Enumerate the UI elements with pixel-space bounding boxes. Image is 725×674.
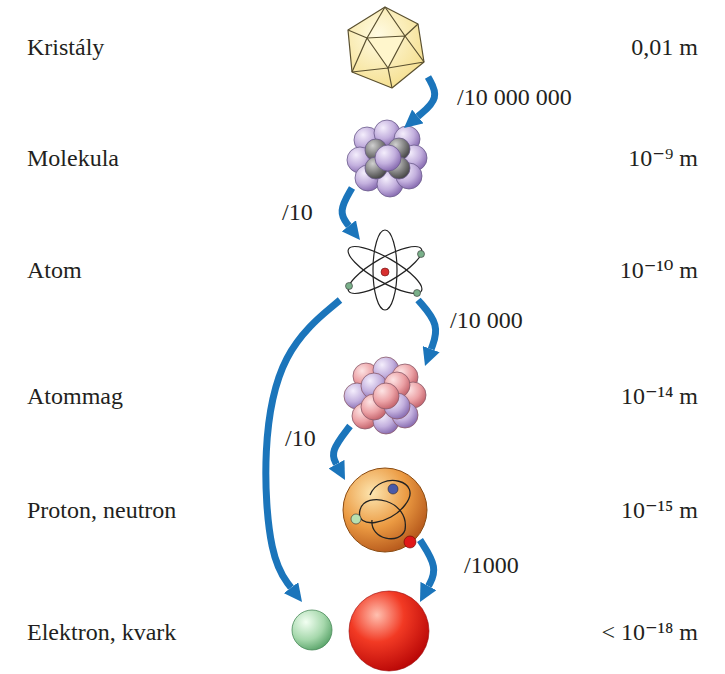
level-name: Elektron, kvark bbox=[27, 618, 176, 647]
size-value: 10⁻¹⁴ m bbox=[621, 382, 698, 411]
crystal-face bbox=[367, 36, 405, 68]
nucleus-figure bbox=[344, 357, 426, 434]
quark-ball bbox=[349, 591, 429, 671]
size-value: 10⁻¹⁰ m bbox=[620, 256, 698, 285]
electron-orbit bbox=[343, 239, 428, 302]
electron-dot bbox=[414, 290, 421, 297]
quark-dot bbox=[351, 514, 361, 524]
scale-arrow bbox=[418, 300, 436, 349]
scale-row: Molekula 10⁻⁹ m bbox=[0, 128, 725, 188]
scale-factor: /10 000 000 bbox=[455, 83, 574, 112]
atom-nucleus-dot bbox=[381, 268, 389, 276]
nucleon-ball bbox=[373, 383, 399, 409]
size-value: 0,01 m bbox=[631, 33, 698, 62]
crystal-edges bbox=[348, 7, 424, 88]
crystal-outline bbox=[348, 7, 424, 88]
scale-arrow bbox=[342, 188, 352, 226]
level-name: Kristály bbox=[27, 33, 104, 62]
gluon-lines bbox=[360, 481, 411, 539]
size-value: < 10⁻¹⁸ m bbox=[602, 618, 698, 647]
electron-ball bbox=[292, 610, 332, 650]
scale-arrow bbox=[266, 300, 340, 588]
level-name: Molekula bbox=[27, 144, 119, 173]
scale-row: Kristály 0,01 m bbox=[0, 17, 725, 77]
atom-figure bbox=[343, 230, 428, 310]
level-name: Proton, neutron bbox=[27, 496, 176, 525]
electron-dot bbox=[418, 251, 425, 258]
scale-row: Atommag 10⁻¹⁴ m bbox=[0, 366, 725, 426]
scale-factor: /10 bbox=[283, 424, 318, 453]
molecule-figure bbox=[347, 120, 427, 197]
electron-dot bbox=[346, 283, 353, 290]
electron-orbit bbox=[373, 230, 397, 310]
size-value: 10⁻¹⁵ m bbox=[621, 496, 698, 525]
level-name: Atommag bbox=[27, 382, 123, 411]
scale-factor: /1000 bbox=[462, 551, 521, 580]
level-name: Atom bbox=[27, 256, 82, 285]
scale-row: Proton, neutron 10⁻¹⁵ m bbox=[0, 480, 725, 540]
scale-factor: /10 000 bbox=[448, 306, 525, 335]
quark-dot bbox=[404, 536, 416, 548]
proton-ball bbox=[343, 468, 427, 552]
scale-arrow bbox=[418, 77, 435, 116]
size-value: 10⁻⁹ m bbox=[628, 144, 698, 173]
proton-figure bbox=[343, 468, 427, 552]
quark-dot bbox=[388, 484, 398, 494]
scale-arrow bbox=[420, 540, 434, 586]
scale-row: Atom 10⁻¹⁰ m bbox=[0, 240, 725, 300]
crystal-figure bbox=[348, 7, 424, 88]
electron-orbit bbox=[343, 239, 428, 302]
atom-ball bbox=[375, 145, 401, 171]
scale-arrow bbox=[333, 426, 350, 464]
scale-row: Elektron, kvark < 10⁻¹⁸ m bbox=[0, 602, 725, 662]
scale-factor: /10 bbox=[280, 198, 315, 227]
